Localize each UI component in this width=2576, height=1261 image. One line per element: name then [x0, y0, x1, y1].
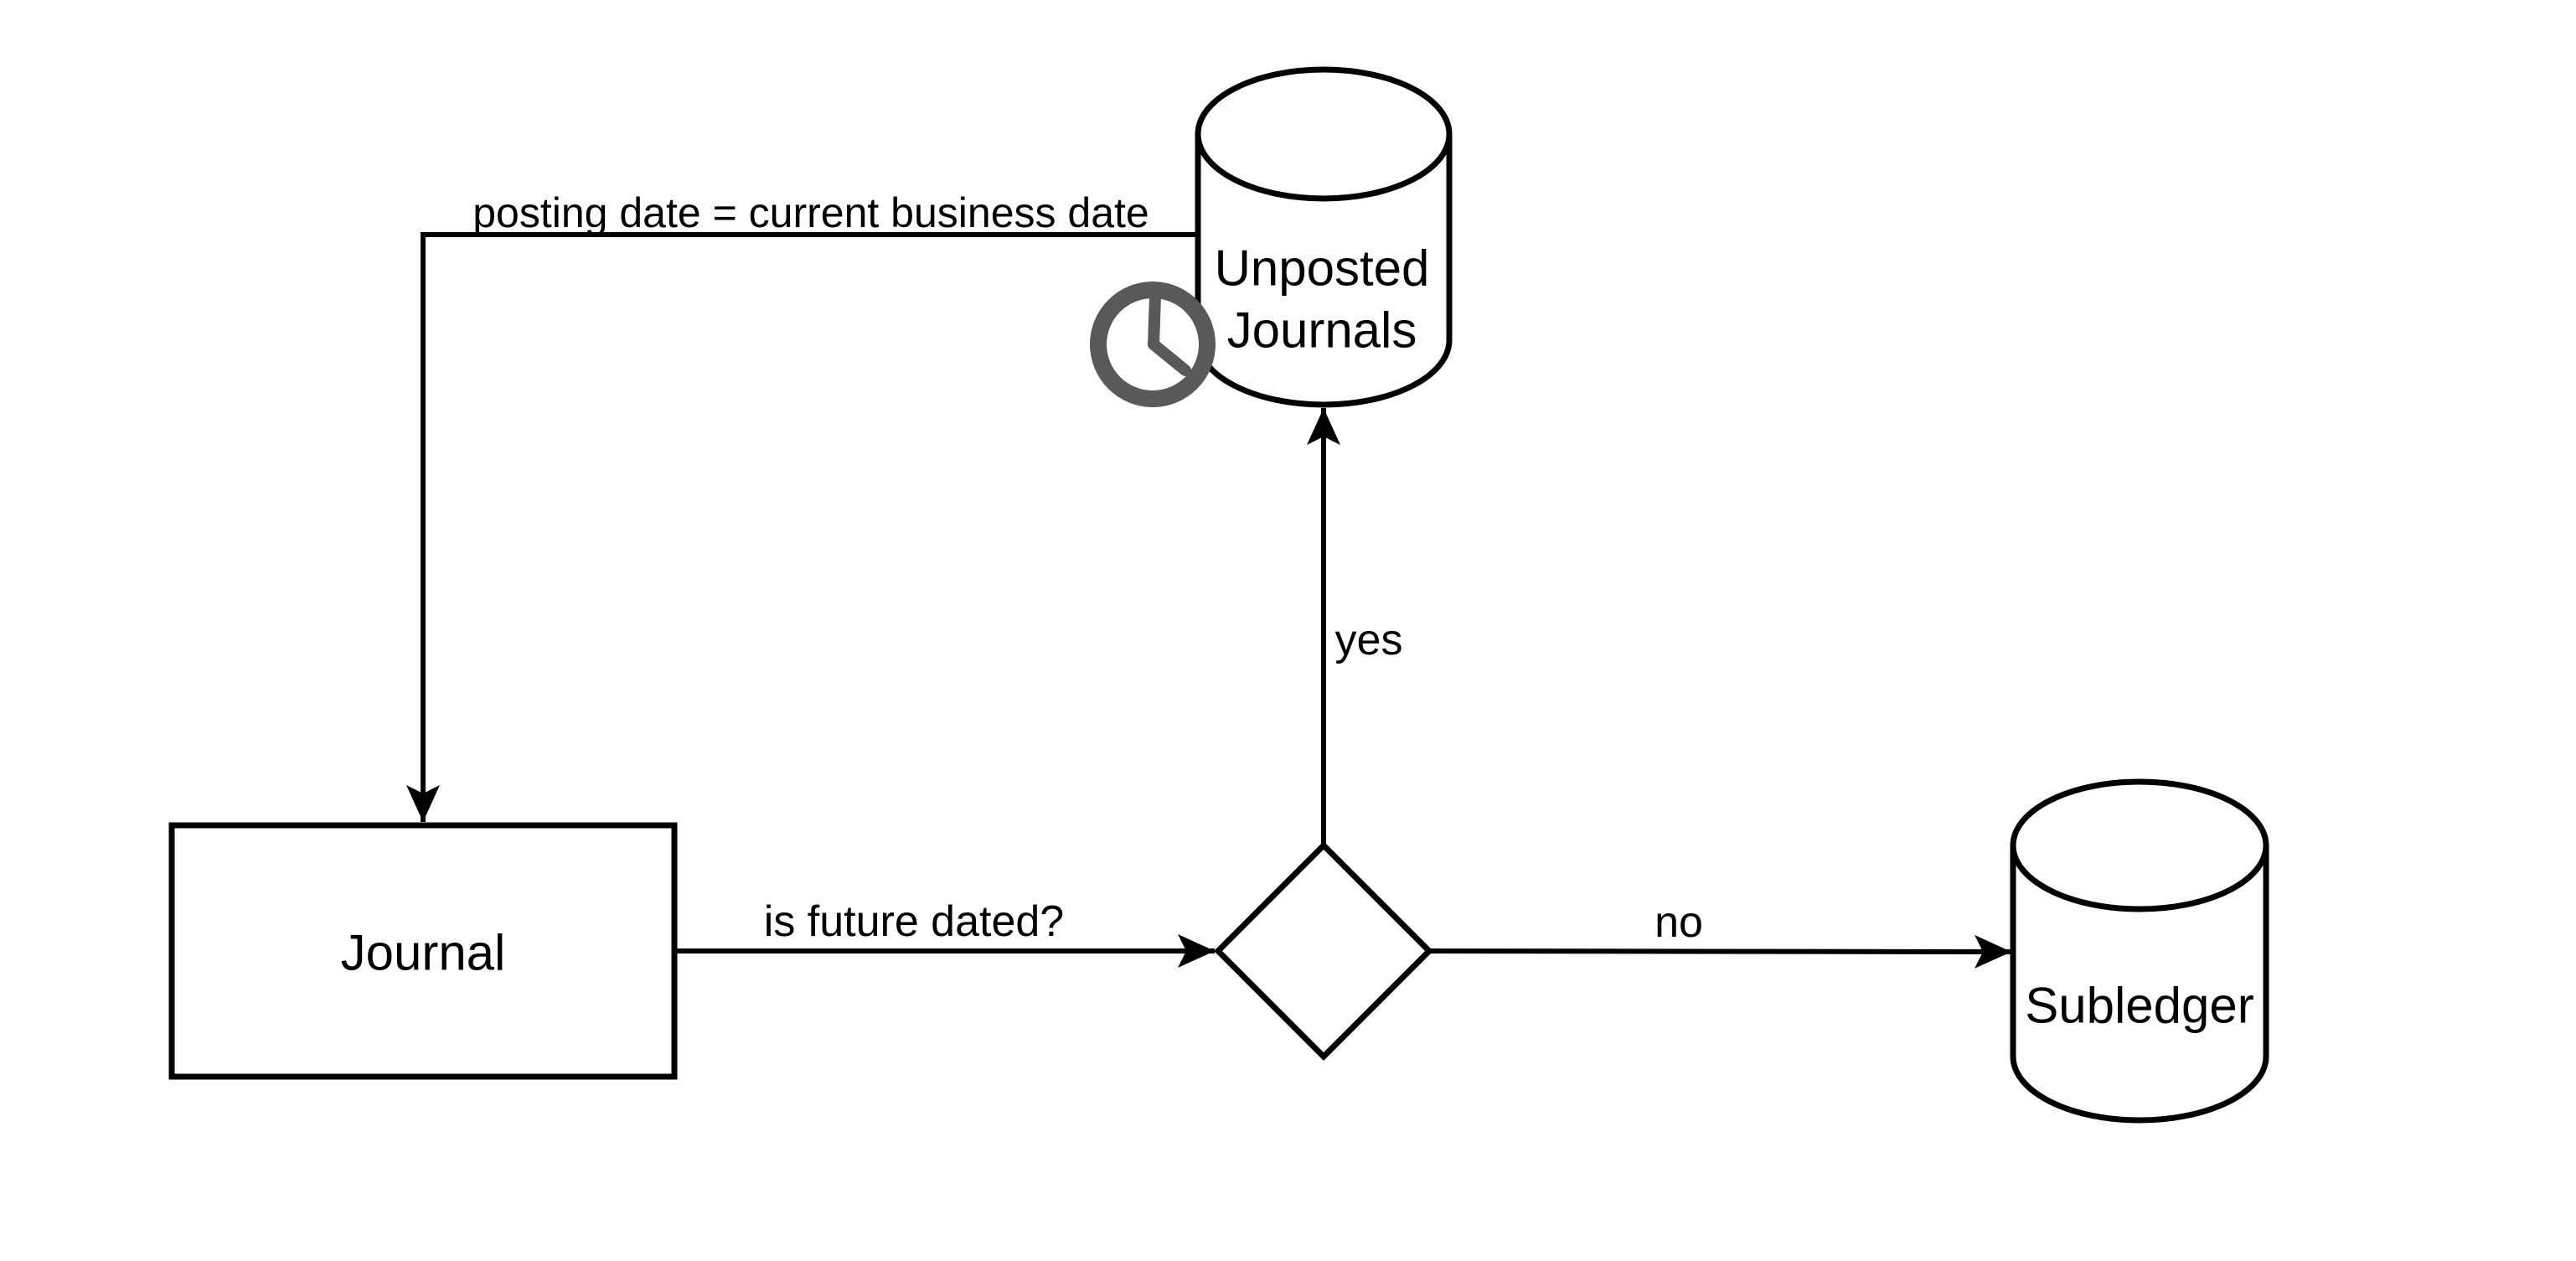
journal-node	[168, 822, 678, 1080]
clock-icon-hour-hand	[1148, 339, 1191, 376]
edge-posting-date-label: posting date = current business date	[472, 189, 1149, 236]
edge-no-arrow	[1428, 934, 2012, 969]
subledger-cylinder-top	[2010, 778, 2269, 912]
subledger-label: Subledger	[2025, 978, 2254, 1034]
decision-diamond-node	[1214, 841, 1433, 1061]
edge-no-label: no	[1655, 898, 1703, 947]
edge-is-future-dated-label: is future dated?	[764, 897, 1064, 946]
unposted-journals-label-line2: Journals	[1227, 302, 1417, 359]
unposted-journals-node: Unposted Journals	[1195, 66, 1453, 408]
unposted-journals-cylinder-top	[1195, 66, 1453, 202]
clock-icon-minute-hand	[1148, 291, 1161, 350]
subledger-node: Subledger	[2010, 778, 2269, 1124]
journal-label: Journal	[341, 925, 506, 981]
clock-icon	[1090, 282, 1216, 407]
edge-yes-label: yes	[1335, 616, 1403, 664]
subledger-cylinder-body	[2010, 845, 2269, 1124]
unposted-journals-label-line1: Unposted	[1215, 240, 1430, 297]
edge-posting-date-arrow	[406, 232, 1198, 822]
